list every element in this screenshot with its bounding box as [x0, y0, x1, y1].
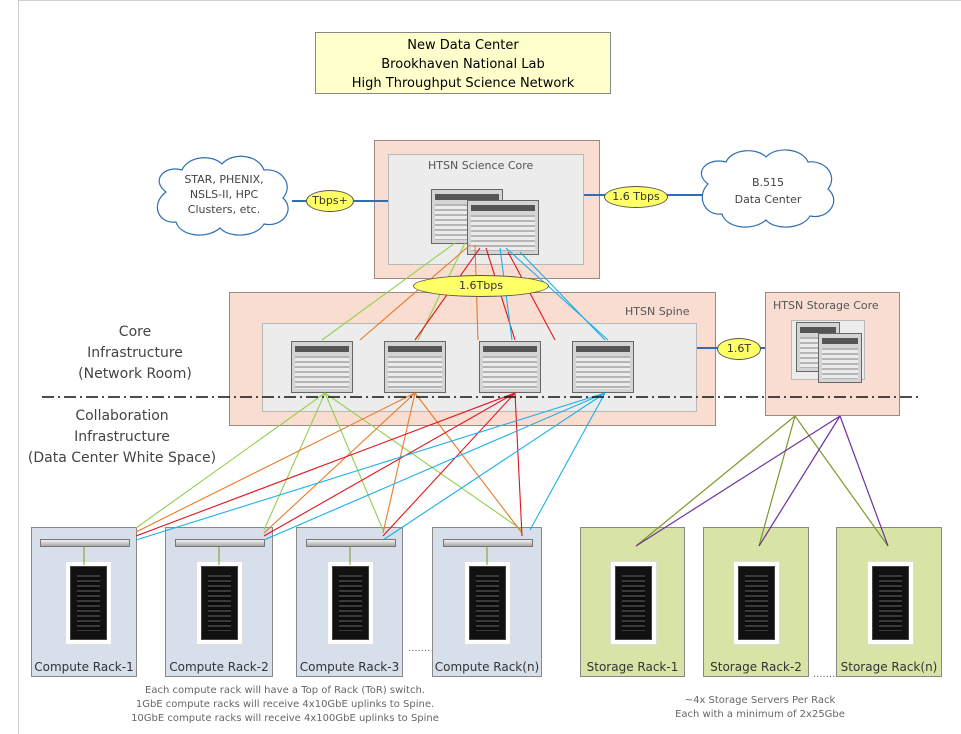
storage-rack-label: Storage Rack-1: [586, 660, 679, 674]
storage-note-line: ~4x Storage Servers Per Rack: [684, 695, 836, 706]
storage-ellipsis: .......: [813, 669, 836, 680]
spine-switch-3: [479, 341, 541, 393]
storage-rack-1: Storage Rack-1: [580, 527, 685, 677]
frame-left-border: [18, 0, 19, 734]
title-line-2: Brookhaven National Lab: [381, 57, 545, 72]
storage-note: ~4x Storage Servers Per Rack Each with a…: [640, 694, 880, 722]
collab-zone-line: Collaboration: [75, 408, 169, 424]
compute-ellipsis: .......: [408, 643, 431, 654]
compute-note-line: Each compute rack will have a Top of Rac…: [145, 685, 425, 696]
compute-rack-label: Compute Rack(n): [434, 660, 540, 674]
tor-switch: [306, 539, 396, 547]
storage-rack-label: Storage Rack(n): [840, 660, 938, 674]
core-zone-line: (Network Room): [78, 366, 192, 382]
collab-zone-label: Collaboration Infrastructure (Data Cente…: [22, 406, 222, 469]
science-core-label: HTSN Science Core: [428, 159, 534, 172]
storage-rack-label: Storage Rack-2: [710, 660, 802, 674]
tor-switch: [443, 539, 533, 547]
rack-cabinet: [738, 566, 775, 640]
spine-switch-1: [291, 341, 353, 393]
rack-cabinet: [469, 566, 506, 640]
rack-cabinet: [332, 566, 369, 640]
compute-note-line: 10GbE compute racks will receive 4x100Gb…: [131, 713, 439, 724]
spine-label: HTSN Spine: [625, 305, 690, 318]
compute-rack-label: Compute Rack-1: [34, 660, 134, 674]
compute-note: Each compute rack will have a Top of Rac…: [125, 684, 445, 726]
cloud-right-line: B.515: [751, 176, 785, 189]
tor-switch: [175, 539, 265, 547]
link-badge-right: 1.6 Tbps: [604, 186, 668, 208]
core-zone-line: Infrastructure: [87, 345, 183, 361]
storage-rack-n: Storage Rack(n): [836, 527, 942, 677]
collab-zone-line: (Data Center White Space): [27, 450, 217, 466]
rack-cabinet: [872, 566, 909, 640]
cloud-right-text: B.515 Data Center: [712, 174, 824, 208]
compute-rack-label: Compute Rack-3: [299, 660, 400, 674]
frame-top-border: [18, 0, 961, 1]
link-badge-spine-storage: 1.6T: [717, 338, 761, 360]
cloud-left-line: Clusters, etc.: [187, 203, 261, 216]
storage-note-line: Each with a minimum of 2x25Gbe: [675, 709, 845, 720]
storage-core-switch-2: [818, 333, 862, 383]
core-zone-label: Core Infrastructure (Network Room): [60, 322, 210, 385]
cloud-right-icon: [700, 149, 835, 228]
rack-cabinet: [615, 566, 652, 640]
rack-cabinet: [201, 566, 238, 640]
storage-core-label: HTSN Storage Core: [773, 299, 879, 312]
cloud-left-line: STAR, PHENIX,: [184, 173, 264, 186]
compute-note-line: 1GbE compute racks will receive 4x10GbE …: [135, 699, 435, 710]
tor-switch: [40, 539, 130, 547]
diagram-title: New Data Center Brookhaven National Lab …: [315, 32, 611, 94]
storage-rack-2: Storage Rack-2: [703, 527, 809, 677]
core-zone-line: Core: [118, 324, 152, 340]
collab-zone-line: Infrastructure: [74, 429, 170, 445]
compute-rack-label: Compute Rack-2: [169, 660, 269, 674]
cloud-left-text: STAR, PHENIX, NSLS-II, HPC Clusters, etc…: [168, 172, 280, 217]
spine-switch-4: [572, 341, 634, 393]
science-core-router-2: [467, 200, 539, 255]
rack-cabinet: [70, 566, 107, 640]
compute-rack-3: Compute Rack-3: [296, 527, 403, 677]
spine-switch-2: [384, 341, 446, 393]
cloud-left-line: NSLS-II, HPC: [189, 188, 259, 201]
title-line-3: High Throughput Science Network: [351, 76, 575, 91]
link-badge-left: Tbps+: [306, 190, 354, 212]
cloud-right-line: Data Center: [734, 193, 802, 206]
title-line-1: New Data Center: [407, 38, 519, 53]
link-badge-core-spine: 1.6Tbps: [413, 275, 549, 297]
cloud-left-icon: [156, 155, 289, 236]
